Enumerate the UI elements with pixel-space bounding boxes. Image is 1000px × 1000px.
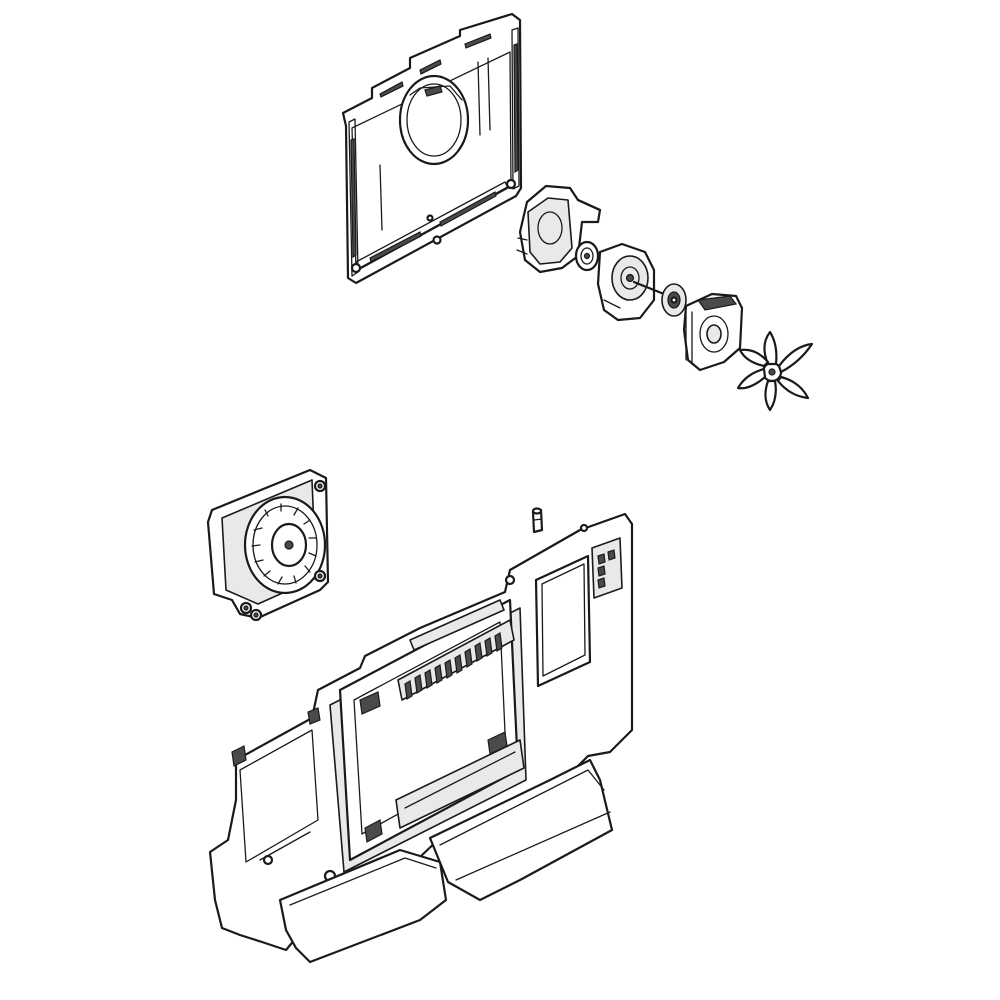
fan-blade — [736, 330, 814, 412]
evaporator-cover-upper — [341, 12, 523, 285]
grommet-front — [661, 283, 687, 317]
evaporator-cover-lower — [208, 512, 634, 964]
fan-motor — [596, 242, 666, 322]
fan-motor-bracket — [516, 184, 602, 274]
grommet-rear — [574, 240, 600, 272]
fan-shroud — [682, 292, 744, 372]
blower-assembly — [206, 468, 330, 622]
pin — [531, 507, 544, 534]
